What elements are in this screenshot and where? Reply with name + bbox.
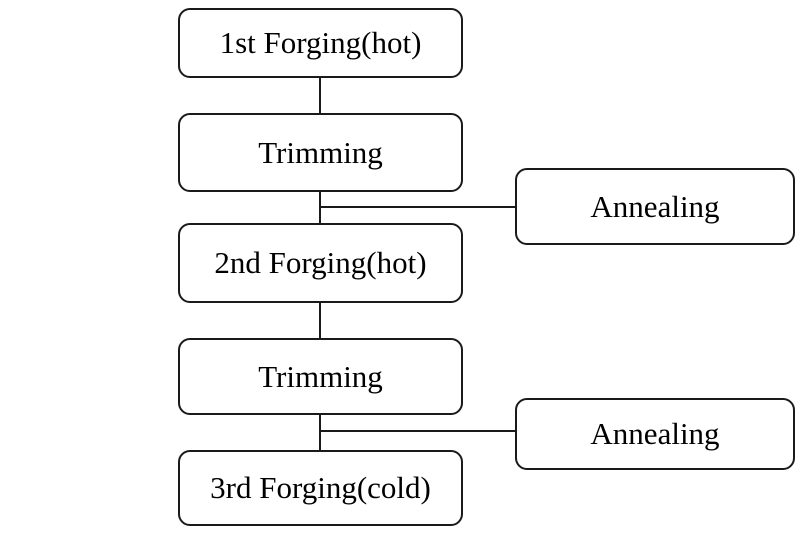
connector-step1-step2 bbox=[319, 77, 321, 114]
node-trimming-2: Trimming bbox=[178, 338, 463, 415]
node-annealing-2: Annealing bbox=[515, 398, 795, 470]
connector-step4-step5 bbox=[319, 414, 321, 451]
node-label: 1st Forging(hot) bbox=[219, 25, 422, 60]
branch-connector-annealing-2 bbox=[320, 430, 516, 432]
node-trimming-1: Trimming bbox=[178, 113, 463, 192]
node-label: Trimming bbox=[258, 134, 383, 170]
node-annealing-1: Annealing bbox=[515, 168, 795, 245]
node-label: 3rd Forging(cold) bbox=[210, 470, 431, 505]
node-3rd-forging-cold: 3rd Forging(cold) bbox=[178, 450, 463, 526]
node-label: Trimming bbox=[258, 358, 383, 394]
node-label: 2nd Forging(hot) bbox=[214, 245, 427, 280]
node-label: Annealing bbox=[590, 188, 720, 224]
node-label: Annealing bbox=[590, 416, 720, 451]
node-2nd-forging-hot: 2nd Forging(hot) bbox=[178, 223, 463, 303]
node-1st-forging-hot: 1st Forging(hot) bbox=[178, 8, 463, 78]
connector-step3-step4 bbox=[319, 302, 321, 339]
branch-connector-annealing-1 bbox=[320, 206, 516, 208]
